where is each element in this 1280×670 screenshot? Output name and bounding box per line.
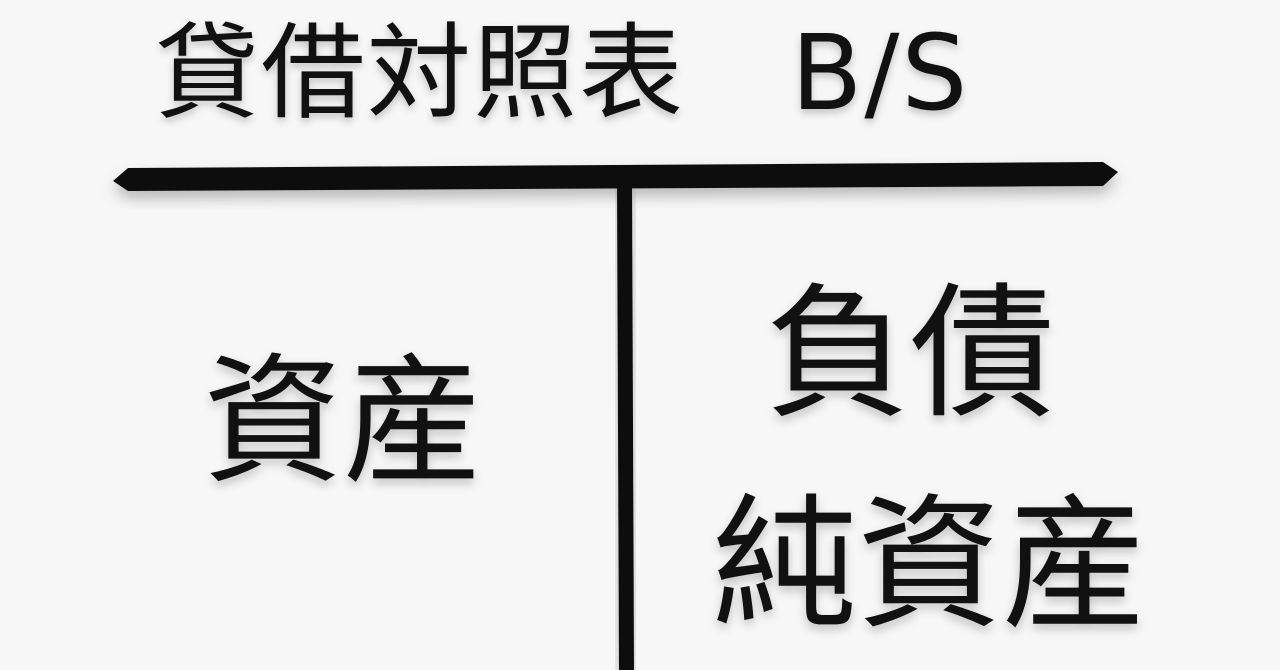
assets-label: 資産 [203,341,484,504]
page-title: 貸借対照表 B/S [155,12,970,134]
net-assets-label: 純資産 [712,481,1147,650]
t-account-vertical-line [617,183,634,670]
t-account-horizontal-line [113,162,1118,191]
liabilities-label: 負債 [765,270,1055,439]
